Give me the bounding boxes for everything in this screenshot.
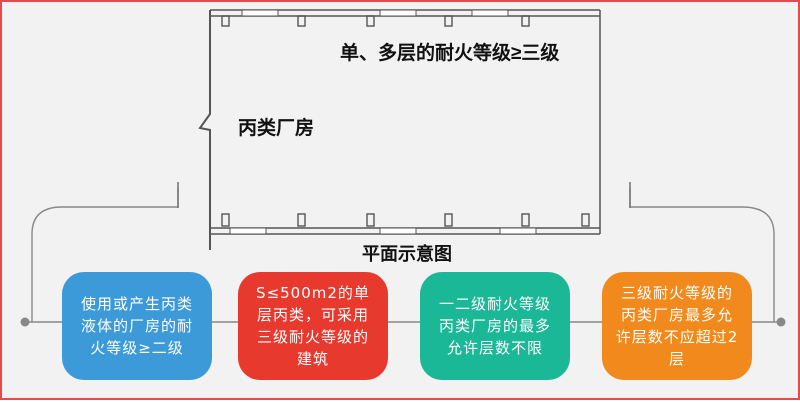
column xyxy=(221,213,230,227)
building-wall xyxy=(198,10,211,250)
column xyxy=(366,15,375,27)
column xyxy=(521,213,530,227)
rule-card-text: S≤500m2的单层丙类，可采用三级耐火等级的建筑 xyxy=(256,284,370,368)
fire-resistance-grade-label: 单、多层的耐火等级≥三级 xyxy=(340,43,560,64)
column xyxy=(297,213,306,227)
rule-card-area: S≤500m2的单层丙类，可采用三级耐火等级的建筑 xyxy=(238,272,388,380)
column xyxy=(366,213,375,227)
window-top-3 xyxy=(471,9,509,17)
rule-card-text: 一二级耐火等级丙类厂房的最多允许层数不限 xyxy=(438,295,551,357)
plan-caption: 平面示意图 xyxy=(362,244,452,264)
column xyxy=(444,15,453,27)
column xyxy=(444,213,453,227)
left-connector xyxy=(31,188,179,322)
rule-card-max-floors: 三级耐火等级的丙类厂房最多允许层数不应超过2层 xyxy=(602,272,752,380)
window-top-1 xyxy=(241,9,279,17)
window-bottom-2 xyxy=(379,227,417,235)
rule-card-liquid: 使用或产生丙类液体的厂房的耐火等级≥二级 xyxy=(62,272,212,380)
window-bottom-3 xyxy=(499,227,537,235)
window-bottom-1 xyxy=(229,227,267,235)
column xyxy=(221,15,230,27)
column xyxy=(581,213,590,227)
window-top-2 xyxy=(379,9,417,17)
column xyxy=(297,15,306,27)
column xyxy=(521,15,530,27)
rule-card-unlimited-floors: 一二级耐火等级丙类厂房的最多允许层数不限 xyxy=(420,272,570,380)
right-connector xyxy=(629,188,775,322)
building-type-label: 丙类厂房 xyxy=(238,118,315,139)
rule-card-text: 使用或产生丙类液体的厂房的耐火等级≥二级 xyxy=(80,295,193,357)
rule-card-text: 三级耐火等级的丙类厂房最多允许层数不应超过2层 xyxy=(615,284,739,368)
